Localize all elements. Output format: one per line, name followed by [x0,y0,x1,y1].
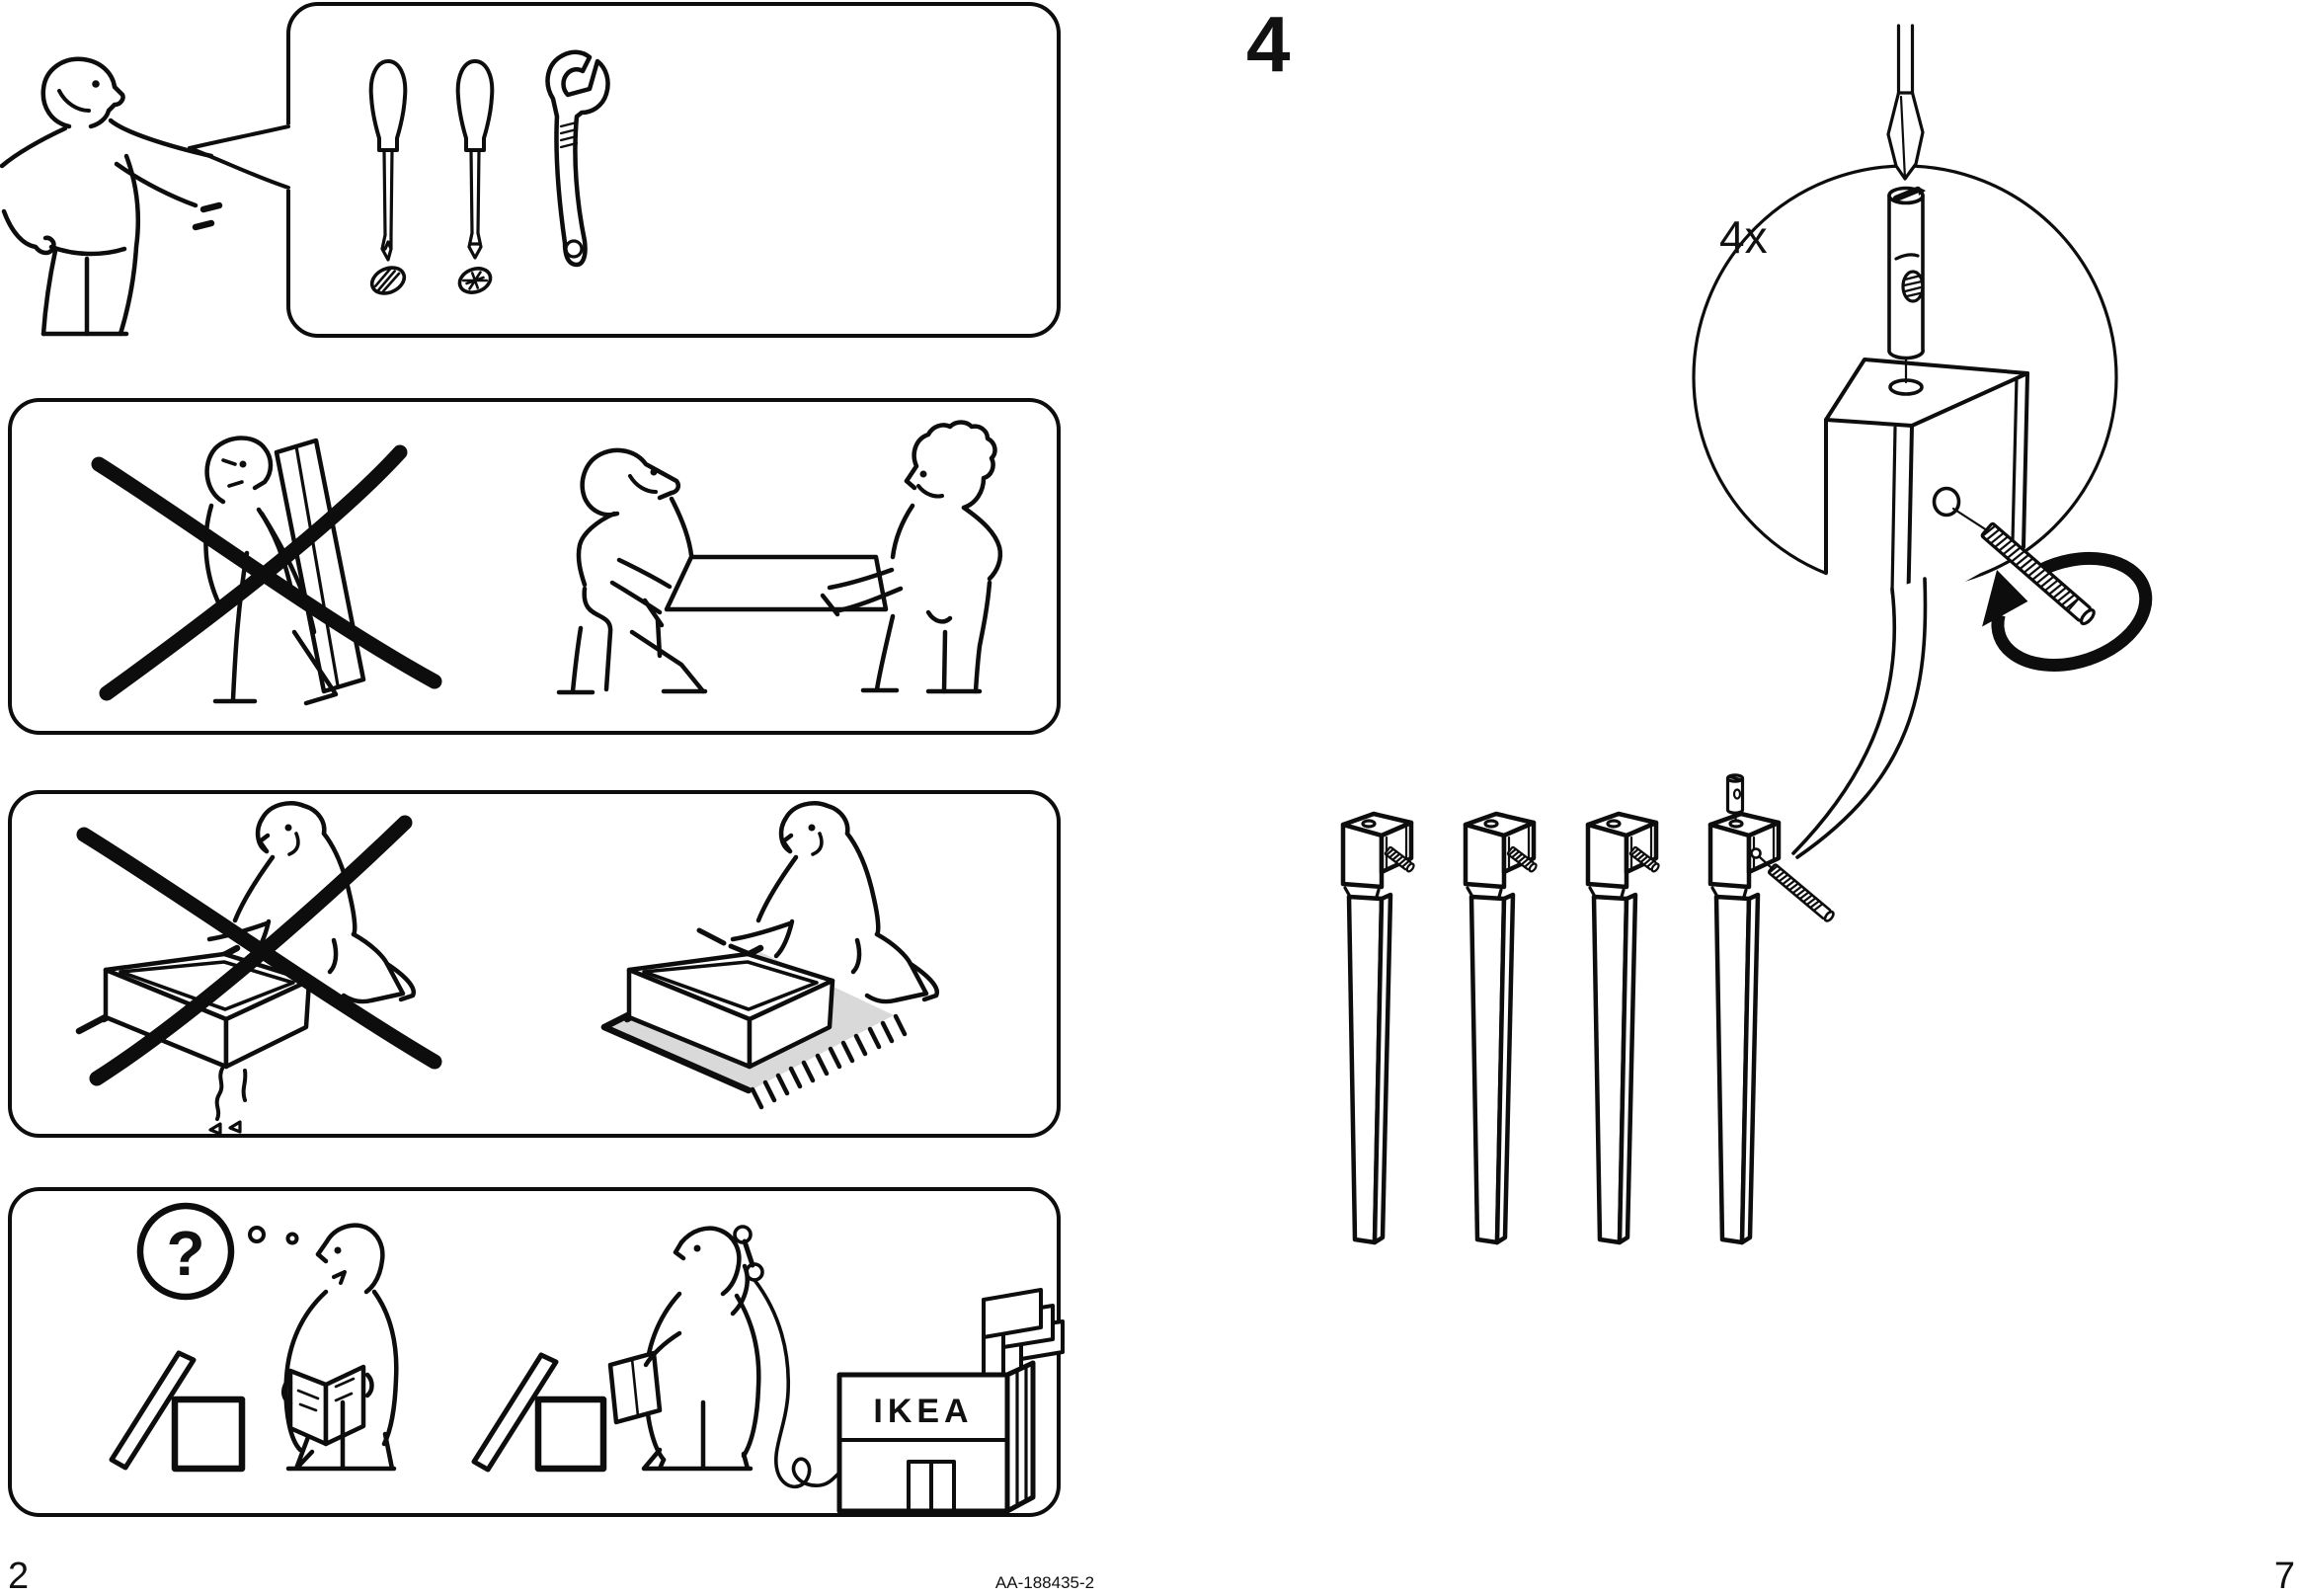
panel-carry [8,398,1061,735]
table-leg-4 [1710,773,1837,1242]
prohibition-cross-icon [76,815,442,1086]
rug-fringe [750,1013,908,1110]
box-icon [171,1396,246,1473]
cross-dowel-icon [1887,186,1926,360]
table-leg-1 [1343,814,1416,1242]
left-page-number: 2 [8,1556,29,1596]
ikea-store-icon: IKEA [836,1288,1065,1514]
page-footer: 2 AA-188435-2 7 [8,1556,2295,1596]
table-leg-3 [1588,814,1661,1242]
panel-tools [0,2,1061,338]
box-icon [534,1396,607,1473]
double-ended-screw-icon [1767,862,1837,924]
no-single-person-carry-icon [91,436,442,706]
flag-icon [982,1288,1043,1339]
speech-bubble-tail [188,124,290,150]
confused-person-icon: ? [112,1202,399,1473]
assemble-on-rug-icon [600,803,937,1110]
phillips-screwdriver-icon [455,59,495,294]
adjustable-wrench-icon [545,49,610,268]
person-calling-ikea-icon: IKEA [474,1225,1065,1514]
side-hole-icon [1932,486,1961,518]
phillips-screw-icon [457,267,493,294]
thought-bubble-icon [136,1202,235,1301]
no-hard-floor-assembly-icon [75,803,442,1136]
store-sign: IKEA [873,1393,973,1430]
right-page-number: 7 [2274,1556,2295,1596]
leg-top-block-icon [1824,356,2029,620]
flathead-screwdriver-icon [1886,24,1925,181]
manual-icon [607,1350,663,1425]
leaning-panel-icon [474,1355,556,1470]
prohibition-cross-icon [91,444,442,701]
document-code: AA-188435-2 [995,1573,1094,1592]
table-leg-2 [1466,814,1539,1242]
ikea-man-icon [0,56,223,337]
detail-magnifier: 4x [1692,24,2153,859]
speech-bubble [286,2,1061,338]
question-mark: ? [166,1218,204,1289]
rotation-arrow-icon [1982,551,2153,672]
double-ended-screw-icon [1980,521,2096,626]
quantity-label: 4x [1719,211,1768,263]
slotted-screw-icon [369,266,407,295]
pointer-swoosh-icon [1791,577,1928,859]
flathead-screwdriver-icon [368,59,408,295]
cracked-floor-icon [214,1067,248,1121]
step-number: 4 [1246,0,1291,88]
panel-surface [8,790,1061,1138]
leaning-panel-icon [112,1353,194,1468]
panel-help: ? [8,1187,1065,1517]
cross-dowel-icon [1725,773,1745,815]
two-person-carry-icon [556,420,1003,695]
side-hole-icon [1750,847,1762,859]
open-manual-icon [287,1364,366,1447]
